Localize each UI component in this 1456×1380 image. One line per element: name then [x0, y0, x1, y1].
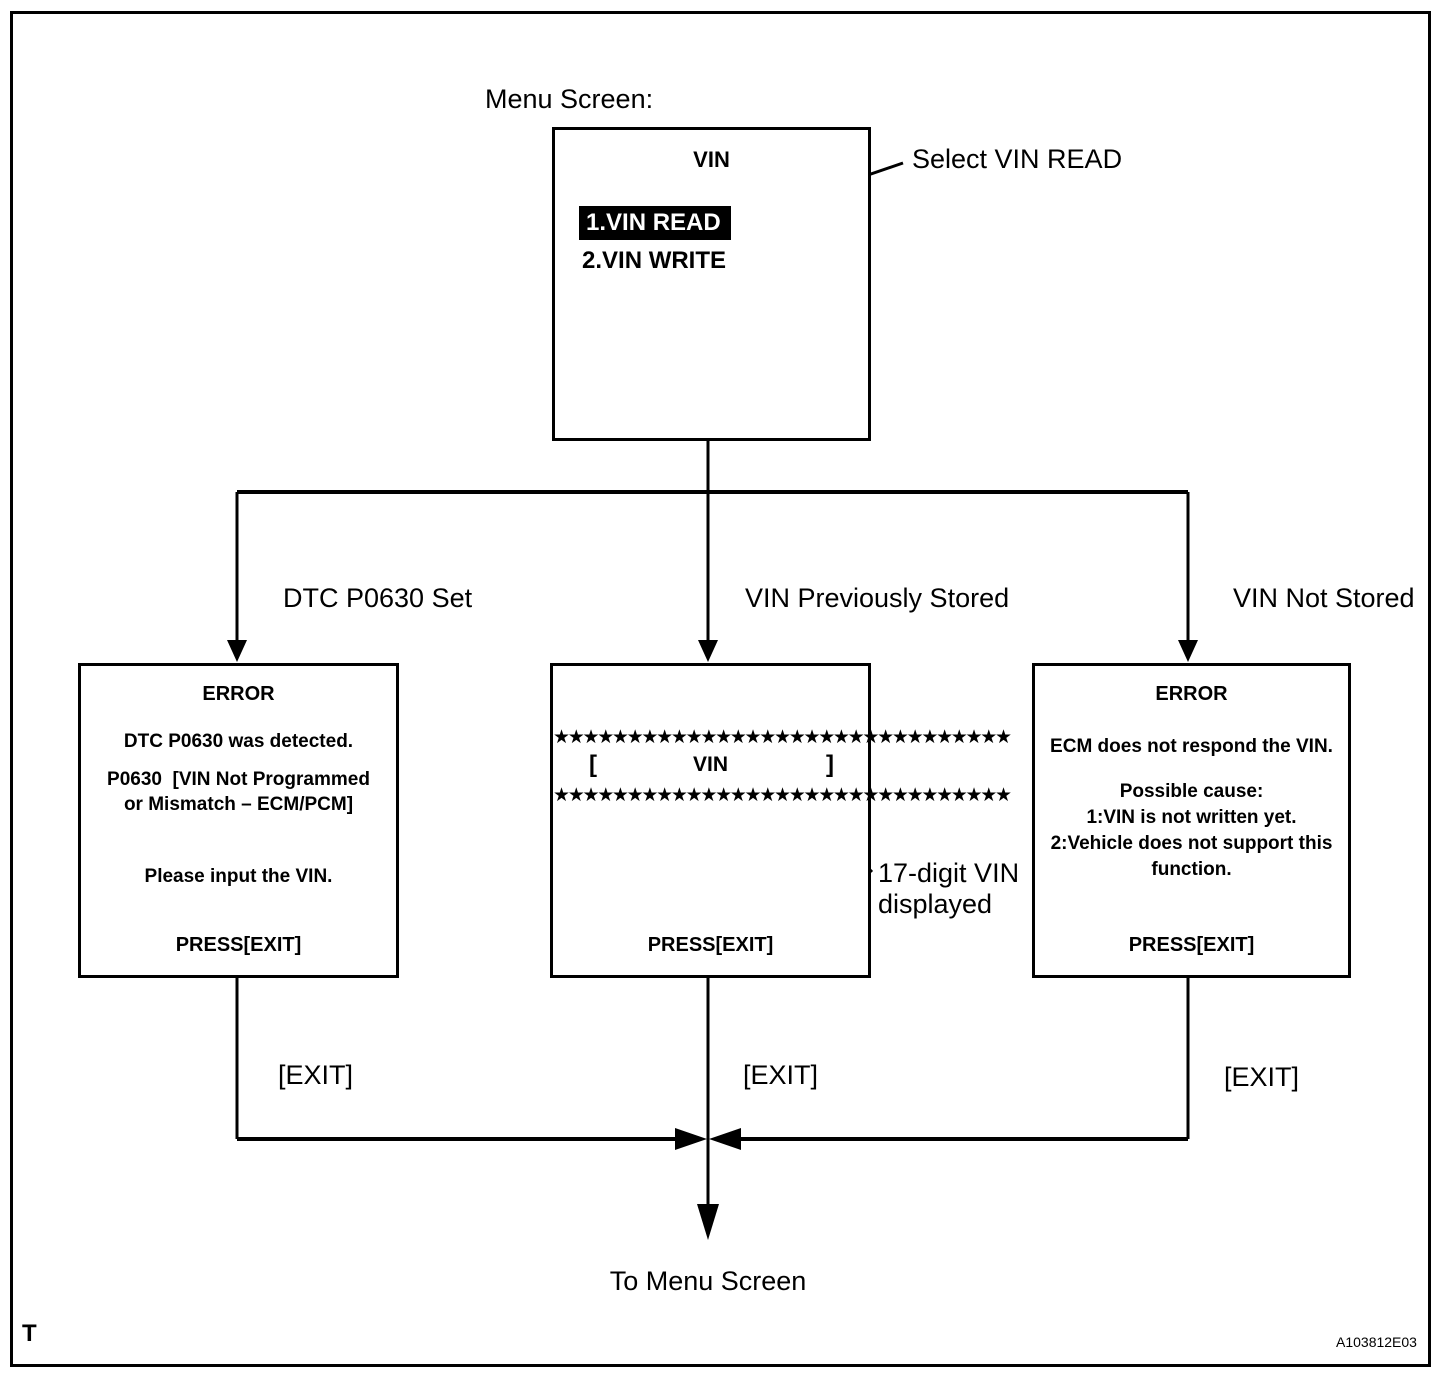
menu-item-vin-write: 2.VIN WRITE	[582, 247, 727, 274]
error-ecm-screen-box: ERROR ECM does not respond the VIN. Poss…	[1032, 663, 1351, 978]
menu-screen-box: VIN 1.VIN READ 2.VIN WRITE	[552, 127, 871, 441]
vin-display-press-exit: PRESS[EXIT]	[647, 934, 774, 956]
error-dtc-press-exit: PRESS[EXIT]	[175, 934, 302, 956]
figure-code: A103812E03	[1336, 1334, 1417, 1350]
vin-display-screen-box: ★★★★★★★★★★★★★★★★★★★★★★★★★★★★★★★ [ VIN ] …	[550, 663, 1012, 978]
menu-box-title: VIN	[693, 147, 730, 172]
error-dtc-line-p0630b: or Mismatch – ECM/PCM]	[123, 794, 354, 815]
vin-bracket-close: ]	[826, 751, 834, 778]
error-dtc-screen-box: ERROR DTC P0630 was detected. P0630 [VIN…	[78, 663, 399, 978]
vin-display-stars-bottom: ★★★★★★★★★★★★★★★★★★★★★★★★★★★★★★★	[553, 784, 1012, 806]
select-vin-read-annotation: Select VIN READ	[912, 144, 1123, 174]
error-ecm-line-cause1: 1:VIN is not written yet.	[1086, 807, 1297, 828]
error-ecm-line-cause2b: function.	[1151, 859, 1232, 880]
error-dtc-line-p0630a: P0630 [VIN Not Programmed	[107, 769, 370, 790]
error-ecm-line-possible-cause: Possible cause:	[1119, 781, 1264, 802]
vin-annotation-line2: displayed	[878, 889, 993, 919]
exit-label-right: [EXIT]	[1224, 1062, 1300, 1092]
vin-display-label: VIN	[692, 753, 728, 776]
page-border-frame	[10, 11, 1431, 1367]
exit-label-middle: [EXIT]	[743, 1060, 819, 1090]
error-dtc-line-detected: DTC P0630 was detected.	[123, 731, 354, 752]
vin-annotation-line1: 17-digit VIN	[878, 858, 1020, 888]
vin-bracket-open: [	[589, 751, 597, 778]
error-ecm-title: ERROR	[1155, 683, 1228, 705]
error-dtc-title: ERROR	[202, 683, 275, 705]
branch-label-vin-previously-stored: VIN Previously Stored	[745, 583, 1010, 613]
vin-display-row: [ VIN ]	[553, 750, 868, 780]
to-menu-screen-label: To Menu Screen	[609, 1266, 807, 1296]
branch-label-vin-not-stored: VIN Not Stored	[1233, 583, 1415, 613]
exit-label-left: [EXIT]	[278, 1060, 354, 1090]
error-dtc-line-input-vin: Please input the VIN.	[144, 866, 333, 887]
error-ecm-line-no-respond: ECM does not respond the VIN.	[1050, 736, 1333, 757]
error-ecm-line-cause2a: 2:Vehicle does not support this	[1050, 833, 1333, 854]
page-letter: T	[22, 1320, 37, 1347]
branch-label-dtc-p0630-set: DTC P0630 Set	[283, 583, 473, 613]
menu-item-vin-read-selected: 1.VIN READ	[579, 206, 731, 240]
menu-screen-label: Menu Screen:	[485, 84, 654, 114]
vin-display-stars-top: ★★★★★★★★★★★★★★★★★★★★★★★★★★★★★★★	[553, 726, 1012, 748]
error-ecm-press-exit: PRESS[EXIT]	[1128, 934, 1255, 956]
